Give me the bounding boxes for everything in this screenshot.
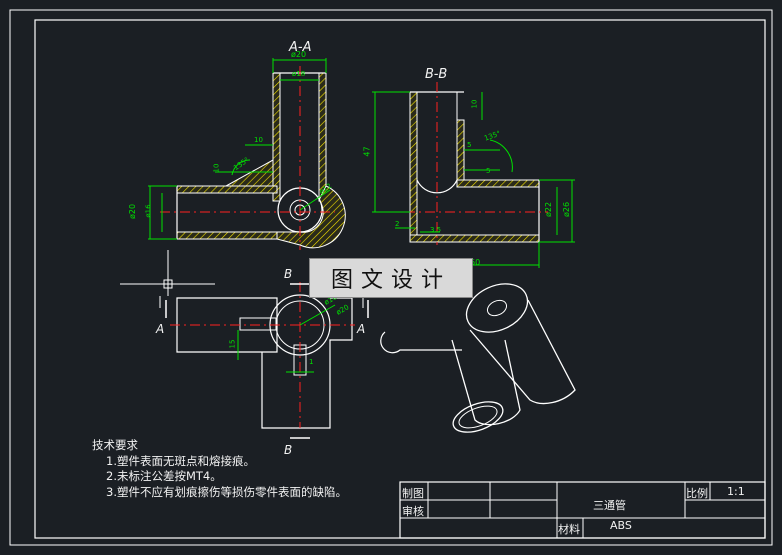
- note-item-2: 2.未标注公差按MT4。: [106, 469, 222, 483]
- dim-bb-2: 2: [395, 220, 400, 228]
- dim-aa-inner-dia: ø18: [292, 70, 306, 78]
- part-name: 三通管: [593, 499, 626, 512]
- dim-aa-len-10b: 10: [212, 163, 221, 173]
- cut-label-b-top: B: [284, 267, 293, 281]
- dim-aa-outer-dia: ø20: [291, 50, 307, 59]
- dim-bb-height-47: 47: [362, 146, 372, 157]
- technical-notes: 技术要求 1.塑件表面无斑点和熔接痕。 2.未标注公差按MT4。 3.塑件不应有…: [92, 438, 347, 500]
- plan-view: [120, 250, 369, 439]
- dim-bb-right-26: ø26: [562, 201, 572, 218]
- section-aa-view: [148, 58, 346, 250]
- dim-aa-left-outer: ø20: [128, 203, 138, 220]
- dim-plan-1: 1: [309, 358, 314, 366]
- material-label: 材料: [558, 523, 580, 536]
- section-bb-view: [372, 82, 575, 268]
- cut-label-a-left: A: [156, 322, 165, 336]
- note-item-3: 3.塑件不应有划痕擦伤等损伤零件表面的缺陷。: [106, 484, 347, 499]
- dim-bb-60: 60: [470, 258, 481, 267]
- note-item-1: 1.塑件表面无斑点和熔接痕。: [106, 453, 255, 468]
- dim-bb-right-22: ø22: [544, 201, 554, 218]
- section-aa-title: A-A: [289, 40, 312, 55]
- cut-label-a-right: A: [357, 322, 366, 336]
- watermark-box: 图文设计: [309, 258, 473, 298]
- cut-label-b-bottom: B: [284, 443, 293, 457]
- dim-bb-3-5: 3.5: [430, 226, 442, 234]
- dim-bb-top-10: 10: [470, 99, 479, 109]
- scale-value: 1:1: [727, 485, 745, 498]
- isometric-view: [380, 283, 576, 433]
- dim-aa-len-10a: 10: [254, 136, 263, 144]
- scale-label: 比例: [686, 487, 708, 500]
- dim-bb-5a: 5: [467, 141, 472, 149]
- outer-frame: [9, 9, 773, 546]
- dim-bb-5b: 5: [486, 167, 491, 175]
- material-value: ABS: [610, 519, 632, 532]
- dim-aa-left-inner: ø16: [144, 204, 153, 218]
- section-bb-title: B-B: [425, 67, 448, 82]
- drawn-by-label: 制图: [402, 487, 424, 500]
- title-block: [399, 481, 766, 539]
- notes-title: 技术要求: [92, 438, 138, 452]
- checked-by-label: 审核: [402, 505, 424, 518]
- dim-plan-15: 15: [228, 339, 237, 349]
